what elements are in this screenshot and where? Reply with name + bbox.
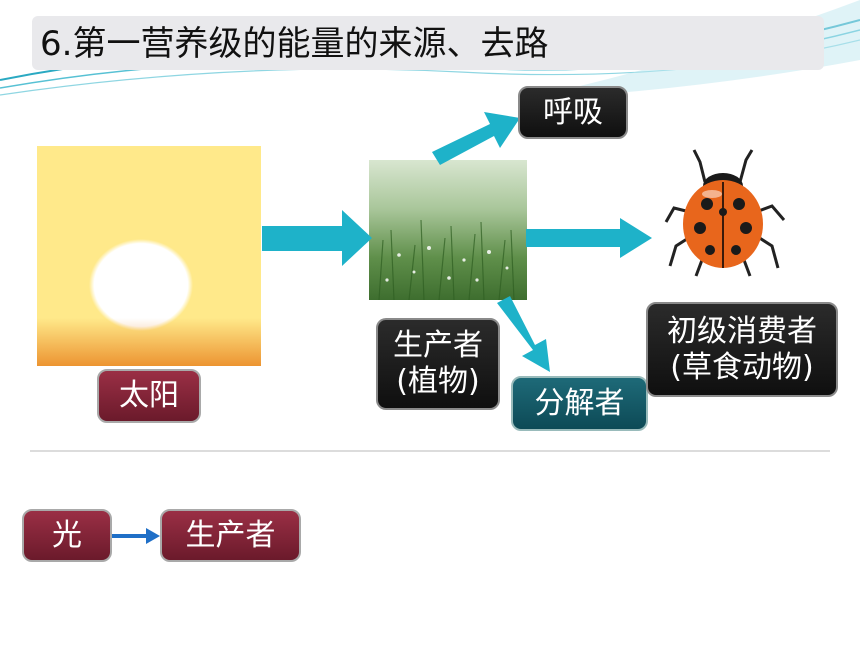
consumer-sublabel: (草食动物) [670,349,814,385]
arrow-light-to-producer [111,528,160,544]
ladybug-image [664,149,786,277]
sun-label: 太阳 [119,378,179,413]
arrow-producer-to-consumer [526,218,652,258]
respiration-box: 呼吸 [518,86,628,139]
decomposer-box: 分解者 [511,376,648,431]
bottom-producer-box: 生产者 [160,509,301,562]
decomposer-label: 分解者 [534,385,625,421]
light-label: 光 [52,517,82,553]
grass-image [369,160,527,301]
grass-blades [378,219,515,301]
sun-haze [37,318,261,366]
arrow-producer-to-decomposer [497,296,550,372]
sun-box: 太阳 [97,369,201,423]
producer-label: 生产者 [393,328,483,363]
arrow-sun-to-producer [262,210,372,266]
producer-sublabel: (植物) [396,364,480,399]
consumer-box: 初级消费者 (草食动物) [646,302,838,397]
bottom-producer-label: 生产者 [185,517,276,553]
title-bar [32,16,824,70]
divider [30,450,830,452]
page-title: 6.第一营养级的能量的来源、去路 [40,24,549,64]
consumer-label: 初级消费者 [667,313,817,349]
respiration-label: 呼吸 [543,94,603,130]
light-box: 光 [22,509,112,562]
arrow-producer-to-respiration [432,112,520,165]
producer-box: 生产者 (植物) [376,318,500,410]
